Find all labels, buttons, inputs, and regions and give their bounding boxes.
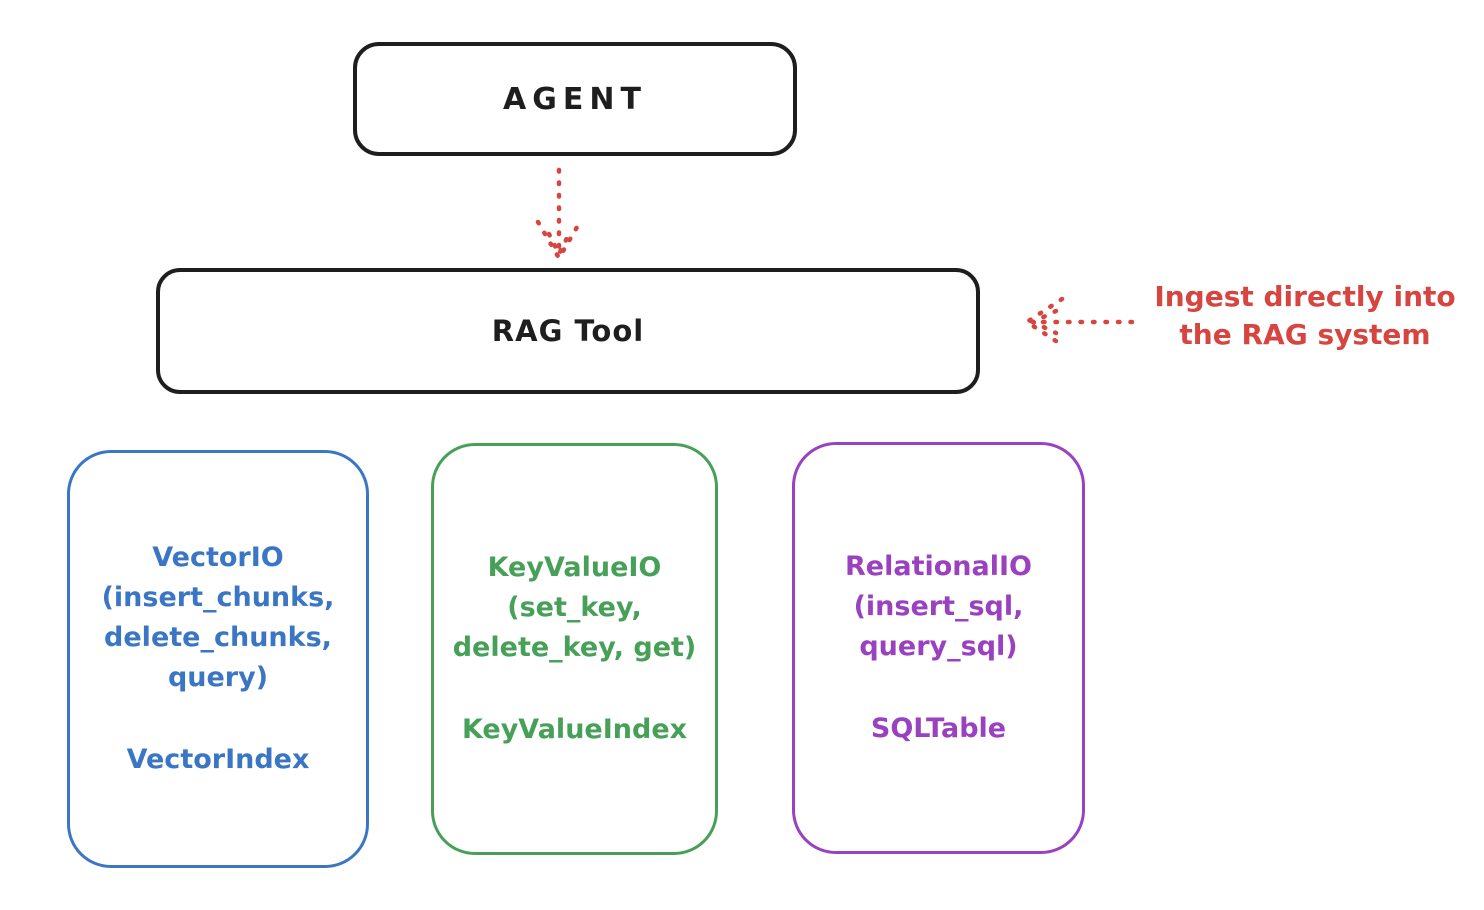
- vector-index-label: VectorIndex: [126, 744, 310, 775]
- key-value-io-title: KeyValueIO (set_key, delete_key, get): [452, 552, 697, 663]
- rag-tool-node: RAG Tool: [156, 268, 980, 394]
- arrow-note-to-rag-tool-head-inner: [1027, 308, 1059, 336]
- vector-io-title: VectorIO (insert_chunks, delete_chunks, …: [101, 542, 335, 693]
- agent-label: AGENT: [503, 81, 647, 117]
- arrow-note-to-rag-tool-head: [1022, 296, 1065, 348]
- relational-io-title: RelationalIO (insert_sql, query_sql): [845, 551, 1032, 662]
- agent-node: AGENT: [353, 42, 797, 156]
- sql-table-label: SQLTable: [870, 713, 1007, 744]
- rag-tool-label: RAG Tool: [491, 314, 645, 348]
- vector-io-box: VectorIO (insert_chunks, delete_chunks, …: [67, 450, 369, 868]
- arrow-agent-to-rag-tool-head-inner: [546, 231, 572, 260]
- ingest-note: Ingest directly into the RAG system: [1154, 280, 1456, 351]
- arrow-agent-to-rag-tool: [535, 167, 583, 263]
- key-value-io-box: KeyValueIO (set_key, delete_key, get) Ke…: [431, 443, 718, 855]
- arrow-agent-to-rag-tool-head: [535, 219, 583, 263]
- key-value-index-label: KeyValueIndex: [461, 714, 688, 745]
- arrow-note-to-rag-tool: [1022, 296, 1135, 348]
- relational-io-box: RelationalIO (insert_sql, query_sql) SQL…: [792, 442, 1085, 854]
